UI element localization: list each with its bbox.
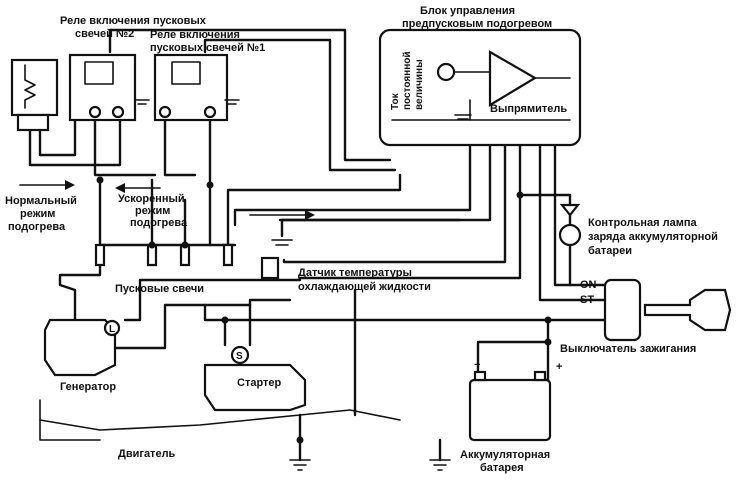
starter [203, 345, 307, 412]
ignition-switch-label: Выключатель зажигания [560, 343, 696, 355]
lamp-icon [558, 223, 582, 247]
generator [43, 318, 121, 377]
generator-terminal-label: L [109, 324, 115, 335]
mode-arrows [19, 180, 315, 220]
relay-2 [68, 53, 137, 122]
charge-lamp [558, 203, 582, 247]
relay1-label-line1: Реле включения [150, 29, 240, 41]
key-icon [643, 288, 732, 332]
temp-sensor-label-line1: Датчик температуры [298, 267, 412, 279]
relay1-label-line2: пусковых свечей №1 [150, 42, 265, 54]
relay-1 [153, 53, 229, 122]
st-label: ST [580, 294, 594, 306]
battery-label-line2: батарея [480, 462, 524, 474]
glow-plug-icon [222, 243, 234, 267]
fast-mode-label-line1: Ускоренный [118, 193, 185, 205]
resistor [10, 58, 59, 132]
battery-plus-label: + [556, 361, 562, 373]
battery-label-line1: Аккумуляторная [460, 449, 550, 461]
relay-coil-icon [84, 61, 114, 85]
normal-mode-label-line1: Нормальный [5, 195, 77, 207]
charge-lamp-label-line2: заряда аккумуляторной [588, 231, 718, 243]
starter-terminal-label: S [236, 351, 243, 362]
relay2-label-line2: свечей №2 [75, 28, 134, 40]
labels: Реле включения пусковых свечей №2 Реле в… [5, 5, 718, 474]
relay2-label-line1: Реле включения пусковых [60, 15, 207, 27]
dc-current-label-line2: постоянной [402, 52, 413, 111]
battery [468, 370, 552, 442]
relay-coil-icon [171, 61, 201, 85]
ground-symbols [134, 99, 472, 471]
junction-dots [96, 176, 552, 444]
on-label: ON [580, 279, 597, 291]
normal-mode-label-line3: подогрева [8, 221, 66, 233]
normal-mode-label-line2: режим [20, 208, 55, 220]
temperature-sensor [260, 256, 280, 280]
charge-lamp-label-line1: Контрольная лампа [588, 217, 698, 229]
starter-label: Стартер [237, 377, 282, 389]
charge-lamp-label-line3: батареи [588, 245, 632, 257]
dc-current-label-line3: величины [414, 59, 425, 110]
ground-icon [289, 459, 311, 471]
ground-icon [224, 99, 240, 105]
fast-mode-label-line2: режим [135, 205, 170, 217]
battery-minus-label: − [474, 359, 480, 371]
engine-label: Двигатель [118, 448, 176, 460]
temp-sensor-label-line2: охлаждающей жидкости [298, 281, 431, 293]
current-source-icon [436, 62, 456, 82]
ground-icon [271, 239, 293, 246]
glow-plug-icon [94, 243, 106, 267]
glow-plugs [94, 243, 234, 267]
ground-icon [454, 114, 472, 120]
control-unit-label-line1: Блок управления [420, 5, 515, 17]
dc-current-label-line1: Ток [390, 92, 401, 110]
amplifier-icon [488, 50, 538, 107]
ground-icon [134, 99, 150, 105]
ignition-switch [603, 278, 732, 342]
rectifier-label: Выпрямитель [490, 103, 567, 115]
diode-icon [559, 203, 581, 217]
glow-plugs-label: Пусковые свечи [115, 283, 204, 295]
ground-icon [429, 459, 451, 471]
fast-mode-label-line3: подогрева [130, 217, 188, 229]
control-unit [378, 28, 582, 147]
control-unit-label-line2: предпусковым подогревом [402, 18, 552, 30]
resistor-icon [24, 64, 36, 109]
generator-label: Генератор [60, 381, 116, 393]
